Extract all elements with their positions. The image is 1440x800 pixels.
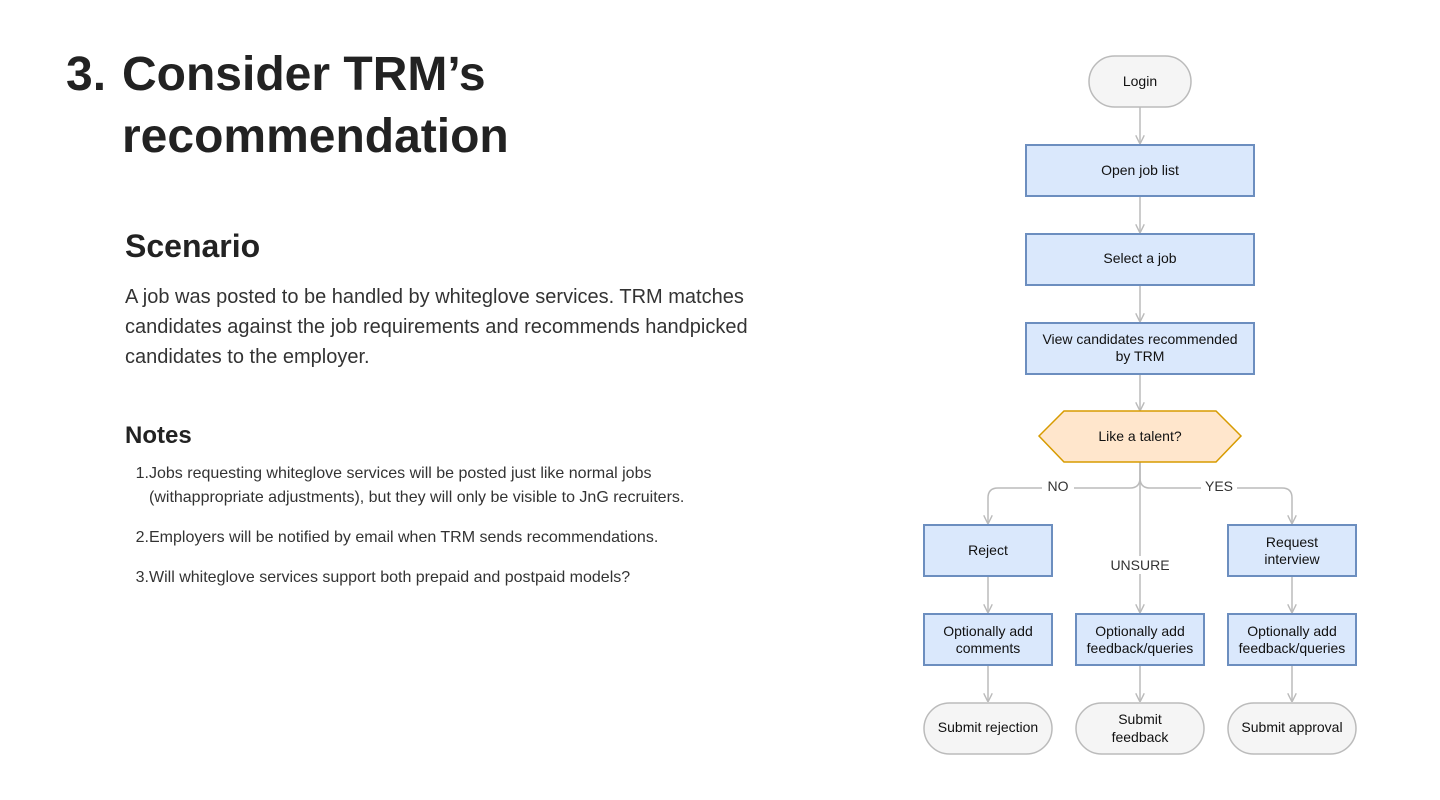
note-text: Will whiteglove services support both pr… [149,569,631,586]
node-label: Select a job [1103,250,1176,266]
note-number: 3. [135,569,149,586]
node-label: Open job list [1101,162,1179,178]
node-shape [1227,702,1357,755]
node-submit-feedback: Submit feedback [1075,702,1205,755]
node-add-comments: Optionally add comments [923,613,1053,666]
node-shape [1088,55,1192,108]
node-view-candidates: View candidates recommended by TRM [1025,322,1255,375]
node-label-line-1: View candidates recommended [1042,331,1237,347]
node-shape [1025,144,1255,197]
node-shape [1037,410,1243,463]
edge-label-no: NO [1048,478,1069,494]
note-item: 3. Will whiteglove services support both… [125,566,725,590]
node-label-line-2: comments [956,640,1021,656]
note-item: 2. Employers will be notified by email w… [125,526,725,550]
edge-label-yes: YES [1205,478,1233,494]
edge-label-bg [1042,478,1074,496]
node-open-job-list: Open job list [1025,144,1255,197]
note-item: 1. Jobs requesting whiteglove services w… [125,462,725,510]
edge-label-unsure: UNSURE [1110,557,1169,573]
title-number: 3. [66,48,107,101]
note-text: Jobs requesting whiteglove services will… [149,465,685,506]
notes-heading: Notes [125,422,192,449]
node-shape [923,702,1053,755]
note-number: 1. [135,465,149,482]
node-label-line-1: Optionally add [1247,623,1337,639]
node-label: Reject [968,542,1008,558]
node-shape [1227,524,1357,577]
node-label-line-2: feedback [1112,729,1170,745]
node-shape [1227,613,1357,666]
node-login: Login [1088,55,1192,108]
node-label: Login [1123,73,1157,89]
edge-label-bg [1105,556,1175,574]
title-text: Consider TRM’s recommendation [122,48,509,163]
node-submit-approval: Submit approval [1227,702,1357,755]
note-text: Employers will be notified by email when… [149,529,659,546]
node-shape [923,524,1053,577]
node-label-line-1: Submit [1118,711,1162,727]
scenario-heading: Scenario [125,228,261,264]
node-label: Submit rejection [938,719,1038,735]
node-label-line-2: feedback/queries [1087,640,1194,656]
scenario-body: A job was posted to be handled by whiteg… [125,286,748,368]
node-label: Submit approval [1241,719,1342,735]
node-label-line-1: Request [1266,534,1318,550]
node-label-line-1: Optionally add [943,623,1033,639]
node-reject: Reject [923,524,1053,577]
node-request-interview: Request interview [1227,524,1357,577]
node-submit-rejection: Submit rejection [923,702,1053,755]
node-shape [1075,613,1205,666]
node-label-line-2: by TRM [1116,348,1165,364]
node-label-line-1: Optionally add [1095,623,1185,639]
node-label-line-2: feedback/queries [1239,640,1346,656]
node-label: Like a talent? [1098,428,1181,444]
node-shape [1025,233,1255,286]
node-add-feedback-unsure: Optionally add feedback/queries [1075,613,1205,666]
node-decision-like-talent: Like a talent? [1037,410,1243,463]
edge-label-bg [1201,478,1237,496]
notes-list: 1. Jobs requesting whiteglove services w… [125,462,725,606]
node-shape [923,613,1053,666]
node-shape [1075,702,1205,755]
node-label-line-2: interview [1264,551,1320,567]
page-title: 3. Consider TRM’s recommendation [66,44,542,168]
node-add-feedback-yes: Optionally add feedback/queries [1227,613,1357,666]
node-shape [1025,322,1255,375]
node-select-job: Select a job [1025,233,1255,286]
note-number: 2. [135,529,149,546]
